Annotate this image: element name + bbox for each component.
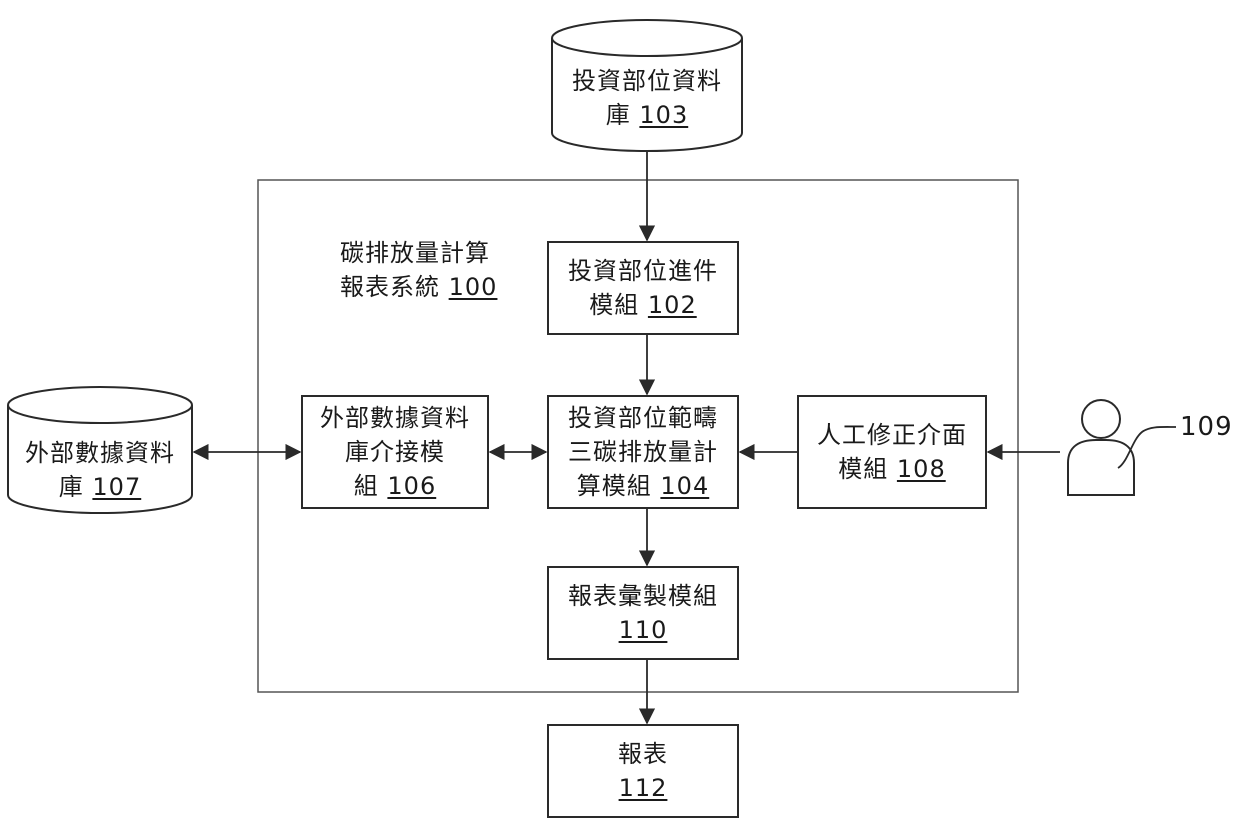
calc-module-line3: 算模組: [576, 472, 652, 500]
import-module-line2-row: 模組 102: [548, 288, 738, 322]
system-label-line1: 碳排放量計算: [340, 239, 490, 267]
report-module-label: 報表彙製模組 110: [548, 579, 738, 647]
interface-module-line1: 外部數據資料: [320, 404, 470, 432]
manual-module-line1: 人工修正介面: [817, 421, 967, 449]
report-ref: 112: [618, 774, 668, 802]
investment-db-cylinder: [551, 19, 743, 152]
import-module-line1: 投資部位進件: [568, 257, 718, 285]
interface-module-box: [301, 395, 489, 509]
calc-module-ref: 104: [660, 472, 710, 500]
manual-module-ref: 108: [896, 455, 946, 483]
report-module-box: [547, 566, 739, 660]
investment-db-line2: 庫: [605, 101, 631, 129]
calc-module-line1: 投資部位範疇: [568, 404, 718, 432]
user-callout-line: [1117, 426, 1177, 469]
report-box: [547, 724, 739, 818]
calc-module-box: [547, 395, 739, 509]
calc-module-label: 投資部位範疇 三碳排放量計 算模組 104: [548, 401, 738, 503]
system-frame: [257, 179, 1019, 693]
investment-db-line1: 投資部位資料: [572, 67, 722, 95]
investment-db-ref: 103: [639, 101, 689, 129]
investment-db-line2-row: 庫 103: [552, 98, 742, 132]
user-icon: [1067, 399, 1135, 496]
import-module-box: [547, 241, 739, 335]
system-label-line2-row: 報表系統 100: [340, 270, 497, 304]
interface-module-line3: 組: [353, 472, 379, 500]
manual-module-line2-row: 模組 108: [798, 452, 986, 486]
manual-module-label: 人工修正介面 模組 108: [798, 418, 986, 486]
system-label: 碳排放量計算 報表系統 100: [340, 236, 497, 304]
external-db-label: 外部數據資料 庫 107: [8, 436, 192, 504]
calc-module-line3-row: 算模組 104: [548, 469, 738, 503]
external-db-line1: 外部數據資料: [25, 439, 175, 467]
report-line1: 報表: [618, 740, 668, 768]
report-label: 報表 112: [548, 737, 738, 805]
interface-module-label: 外部數據資料 庫介接模 組 106: [302, 401, 488, 503]
user-ref: 109: [1180, 412, 1233, 442]
system-label-line2: 報表系統: [340, 273, 440, 301]
calc-module-line2: 三碳排放量計: [568, 438, 718, 466]
interface-module-line3-row: 組 106: [302, 469, 488, 503]
report-module-line1: 報表彙製模組: [568, 582, 718, 610]
investment-db-label: 投資部位資料 庫 103: [552, 64, 742, 132]
import-module-label: 投資部位進件 模組 102: [548, 254, 738, 322]
system-ref: 100: [448, 273, 498, 301]
interface-module-ref: 106: [387, 472, 437, 500]
manual-module-line2: 模組: [838, 455, 889, 483]
interface-module-line2: 庫介接模: [345, 438, 445, 466]
import-module-line2: 模組: [589, 291, 640, 319]
external-db-line2-row: 庫 107: [8, 470, 192, 504]
report-module-ref: 110: [618, 616, 668, 644]
user-ref-label: 109: [1180, 410, 1233, 444]
external-db-line2: 庫: [58, 473, 84, 501]
import-module-ref: 102: [647, 291, 697, 319]
external-db-ref: 107: [92, 473, 142, 501]
external-db-cylinder: [7, 386, 193, 514]
